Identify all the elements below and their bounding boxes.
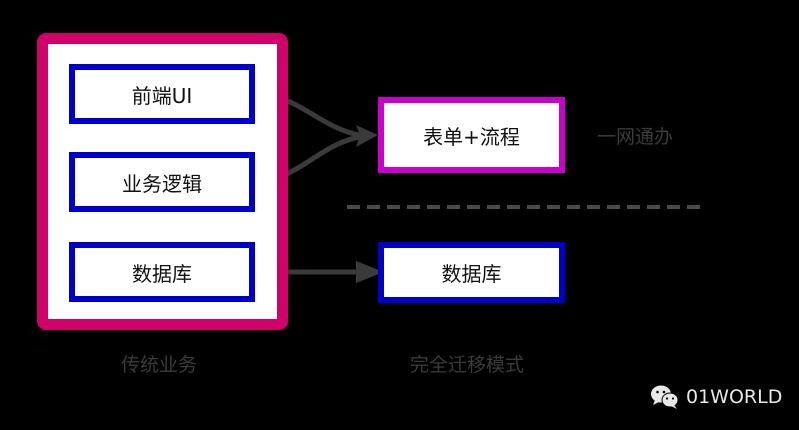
module-frontend-ui: 前端UI (69, 64, 255, 124)
target-form-workflow: 表单+流程 (378, 97, 565, 173)
module-label: 数据库 (132, 261, 192, 286)
target-label: 表单+流程 (423, 124, 520, 149)
target-label: 数据库 (441, 262, 502, 286)
watermark: 01WORLD (650, 384, 782, 410)
arrowhead-db (356, 261, 384, 283)
caption-legacy: 传统业务 (121, 354, 198, 376)
side-note: 一网通办 (597, 126, 674, 148)
watermark-text: 01WORLD (686, 386, 783, 408)
target-database: 数据库 (378, 242, 565, 303)
wechat-icon (651, 385, 679, 409)
module-database: 数据库 (69, 242, 255, 302)
module-label: 业务逻辑 (122, 171, 202, 196)
caption-migration: 完全迁移模式 (410, 354, 525, 376)
arrowhead-form (356, 125, 378, 147)
module-business-logic: 业务逻辑 (69, 152, 255, 212)
module-label: 前端UI (131, 83, 193, 108)
